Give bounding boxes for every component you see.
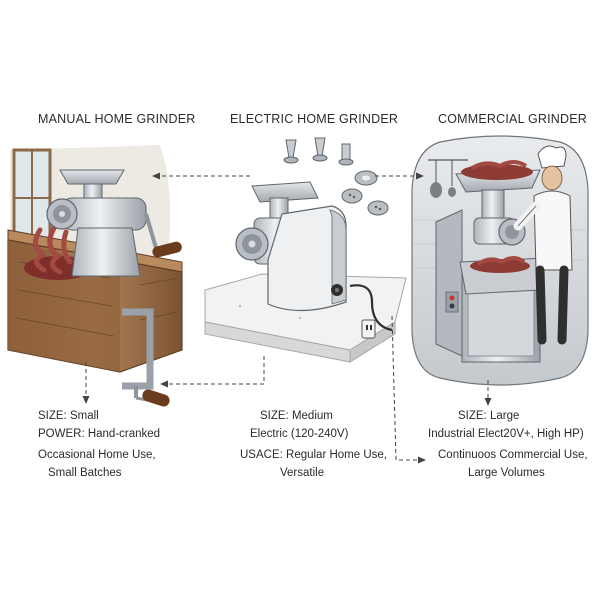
commercial-grinder	[435, 160, 547, 363]
arrow-heads	[82, 172, 492, 464]
manual-size-text: SIZE: Small	[38, 410, 99, 422]
commercial-use-text-1: Continuoos Commercial Use,	[438, 449, 588, 461]
electric-size-text: SIZE: Medium	[260, 410, 333, 422]
commercial-grinder-scene	[411, 135, 589, 386]
commercial-grinder-specs: SIZE: Large Industrial Elect20V+, High H…	[426, 408, 596, 482]
countertop	[204, 273, 407, 363]
electric-use-text-1: USACE: Regular Home Use,	[240, 449, 387, 461]
chef-figure	[513, 145, 573, 345]
manual-power-text: POWER: Hand-cranked	[38, 427, 161, 440]
c-clamp	[122, 308, 170, 407]
connector-arrows	[85, 175, 489, 461]
electric-grinder-title: ELECTRIC HOME GRINDER	[230, 112, 399, 126]
commercial-use-text-2: Large Volumes	[468, 466, 545, 479]
kitchen-window	[12, 148, 52, 247]
manual-use-text-2: Small Batches	[48, 466, 122, 479]
grinder-attachments	[283, 137, 389, 216]
power-cord	[349, 284, 393, 339]
commercial-size-text: SIZE: Large	[458, 410, 520, 422]
commercial-power-text: Industrial Elect20V+, High HP)	[428, 427, 584, 440]
manual-grinder-scene	[7, 145, 183, 407]
manual-grinder-title: MANUAL HOME GRINDER	[38, 112, 196, 126]
electric-grinder-scene	[204, 137, 407, 363]
electric-power-text: Electric (120-240V)	[250, 427, 349, 440]
electric-use-text-2: Versatile	[280, 466, 325, 479]
arrow-electric-down-left	[166, 356, 265, 385]
electric-grinder	[235, 181, 347, 312]
hanging-utensils	[428, 159, 468, 198]
electric-grinder-specs: SIZE: Medium Electric (120-240V) USACE: …	[232, 408, 387, 482]
commercial-grinder-title: COMMERCIAL GRINDER	[438, 112, 587, 126]
manual-grinder-specs: SIZE: Small POWER: Hand-cranked Occasion…	[38, 408, 161, 482]
manual-grinder	[46, 169, 182, 277]
manual-use-text-1: Occasional Home Use,	[38, 449, 156, 461]
